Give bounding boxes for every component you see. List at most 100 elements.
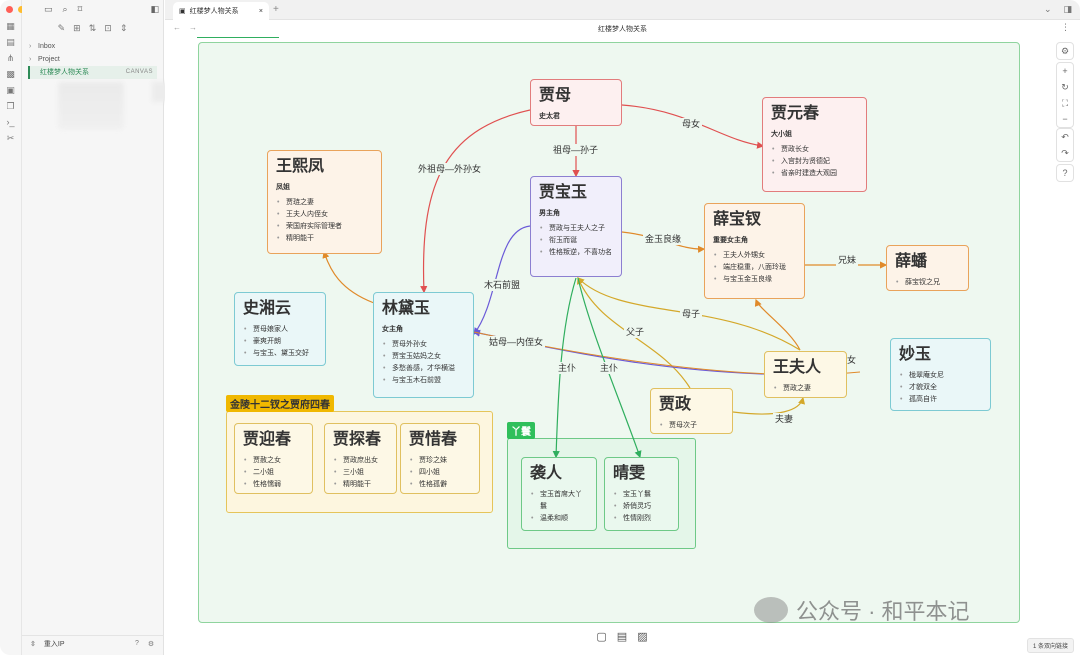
undo-icon[interactable]: ↶ — [1061, 132, 1069, 142]
sidebar-right-toggle-icon[interactable]: ◨ — [1063, 4, 1072, 14]
close-icon[interactable]: × — [258, 7, 263, 15]
edge-label-xiongmei[interactable]: 兄妹 — [836, 254, 859, 266]
sort-icon[interactable]: ⇅ — [88, 22, 97, 33]
add-media-icon[interactable]: ▨ — [637, 630, 648, 643]
file-item-active-canvas[interactable]: 红楼梦人物关系 CANVAS — [28, 66, 157, 79]
collapse-all-icon[interactable]: ⇕ — [119, 22, 128, 33]
card-title: 贾探春 — [333, 431, 382, 448]
file-icon[interactable]: ▤ — [6, 37, 15, 47]
edge-label-zumu[interactable]: 祖母—孙子 — [551, 144, 601, 156]
card-daiyu[interactable]: 林黛玉 女主角 贾母外孙女 贾宝玉姑妈之女 多愁善感，才华横溢 与宝玉木石前盟 — [373, 292, 474, 398]
card-item: 贾宝玉姑妈之女 — [382, 351, 465, 363]
edge-label-zhupu2[interactable]: 主仆 — [598, 362, 621, 374]
more-options-icon[interactable]: ⋮ — [1061, 22, 1070, 32]
card-xiren[interactable]: 袭人 宝玉首席大丫鬟 温柔和顺 — [521, 457, 597, 531]
tab-canvas[interactable]: ▣ 红楼梦人物关系 × — [173, 2, 269, 20]
card-item: 三小姐 — [333, 467, 388, 479]
auto-reveal-icon[interactable]: ⊡ — [104, 22, 112, 33]
card-title: 薛宝钗 — [713, 211, 762, 228]
zoom-fit-icon[interactable]: ⛶ — [1061, 98, 1069, 108]
card-wangfuren[interactable]: 王夫人 贾政之妻 — [764, 351, 847, 398]
reset-zoom-icon[interactable]: ↻ — [1061, 82, 1069, 92]
minimize-window-button[interactable] — [18, 6, 25, 13]
view-title[interactable]: 红楼梦人物关系 — [598, 26, 647, 33]
card-baochai[interactable]: 薛宝钗 重要女主角 王夫人外甥女 端庄稳重，八面玲珑 与宝玉金玉良缘 — [704, 203, 805, 299]
close-window-button[interactable] — [6, 6, 13, 13]
tab-bar: ▣ 红楼梦人物关系 × + ⌄ ◨ — [165, 0, 1080, 20]
vault-switcher[interactable]: ⇳ 重入IP ? ⚙ — [22, 635, 164, 651]
card-qingwen[interactable]: 晴雯 宝玉丫鬟 娇俏灵巧 性情刚烈 — [604, 457, 679, 531]
card-item: 贾政之妻 — [773, 383, 838, 395]
new-note-icon[interactable]: ✎ — [57, 22, 66, 33]
settings-icon[interactable]: ⚙ — [147, 640, 155, 648]
add-card-icon[interactable]: ▢ — [596, 630, 607, 643]
chevron-down-icon[interactable]: ⌄ — [1043, 4, 1052, 14]
card-yuanchun[interactable]: 贾元春 大小姐 贾政长女 入宫封为贤德妃 省亲时建造大观园 — [762, 97, 867, 192]
card-item: 宝玉丫鬟 — [613, 489, 670, 501]
card-item: 王夫人内侄女 — [276, 209, 373, 221]
edge-label-munv[interactable]: 母女 — [680, 118, 703, 130]
card-title: 王夫人 — [773, 359, 822, 376]
folder-icon[interactable]: ▭ — [44, 3, 53, 14]
folder-item-project[interactable]: › Project — [28, 53, 157, 66]
group-sisters-label[interactable]: 金陵十二钗之贾府四春 — [226, 395, 334, 412]
help-icon[interactable]: ? — [1062, 168, 1068, 178]
sidebar-toggle-icon[interactable]: ◧ — [150, 3, 159, 14]
layout-grid-icon[interactable]: ▦ — [6, 21, 15, 31]
status-backlinks[interactable]: 1 条双向链接 — [1026, 638, 1074, 653]
edge-label-fuqi[interactable]: 夫妻 — [773, 413, 796, 425]
gear-icon[interactable]: ⚙ — [1060, 46, 1070, 56]
card-item: 与宝玉木石前盟 — [382, 375, 465, 387]
new-tab-button[interactable]: + — [273, 4, 279, 15]
card-subtitle: 史太君 — [539, 113, 560, 120]
card-miaoyu[interactable]: 妙玉 栊翠庵女尼 才貌双全 孤高自许 — [890, 338, 991, 411]
tab-label: 红楼梦人物关系 — [189, 8, 239, 15]
help-panel: ? — [1056, 164, 1074, 182]
card-yingchun[interactable]: 贾迎春 贾赦之女 二小姐 性格懦弱 — [234, 423, 313, 494]
card-baoyu[interactable]: 贾宝玉 男主角 贾政与王夫人之子 衔玉而诞 性格叛逆，不喜功名 — [530, 176, 622, 277]
scissors-icon[interactable]: ✂ — [6, 133, 15, 143]
card-xichun[interactable]: 贾惜春 贾珍之妹 四小姐 性格孤僻 — [400, 423, 480, 494]
folder-item-inbox[interactable]: › Inbox — [28, 40, 157, 53]
card-item: 二小姐 — [243, 467, 304, 479]
edge-label-muzi[interactable]: 母子 — [680, 308, 703, 320]
terminal-icon[interactable]: ›_ — [6, 117, 15, 127]
card-item: 多愁善感，才华横溢 — [382, 363, 465, 375]
bookmark-icon[interactable]: ⌑ — [77, 3, 83, 14]
chevron-updown-icon: ⇳ — [30, 640, 36, 648]
blocks-icon[interactable]: ▩ — [6, 69, 15, 79]
edge-label-fuzi[interactable]: 父子 — [624, 326, 647, 338]
watermark: 公众号 · 和平本记 — [754, 594, 970, 626]
edge-label-nv[interactable]: 女 — [845, 354, 859, 366]
zoom-in-icon[interactable]: + — [1062, 66, 1068, 76]
back-arrow-icon[interactable]: ← — [173, 23, 181, 32]
zoom-out-icon[interactable]: − — [1062, 114, 1068, 124]
card-subtitle: 重要女主角 — [713, 237, 748, 244]
copy-icon[interactable]: ❐ — [6, 101, 15, 111]
card-jiazheng[interactable]: 贾政 贾母次子 — [650, 388, 733, 434]
card-item: 性情刚烈 — [613, 513, 670, 525]
help-icon[interactable]: ? — [135, 640, 139, 647]
card-jiamu[interactable]: 贾母 史太君 — [530, 79, 622, 126]
edge-label-jinyu[interactable]: 金玉良缘 — [643, 233, 684, 245]
card-tanchun[interactable]: 贾探春 贾政庶出女 三小姐 精明能干 — [324, 423, 397, 494]
graph-icon[interactable]: ⋔ — [6, 53, 15, 63]
edge-label-zhupu1[interactable]: 主仆 — [556, 362, 579, 374]
card-xiangyun[interactable]: 史湘云 贾母娘家人 豪爽开朗 与宝玉、黛玉交好 — [234, 292, 326, 366]
forward-arrow-icon[interactable]: → — [189, 23, 197, 32]
edge-label-waizumu[interactable]: 外祖母—外孙女 — [416, 163, 484, 175]
calendar-icon[interactable]: ▣ — [6, 85, 15, 95]
search-icon[interactable]: ⌕ — [62, 3, 68, 14]
edge-label-gumu[interactable]: 姑母—内侄女 — [487, 336, 546, 348]
card-item: 贾母外孙女 — [382, 339, 465, 351]
card-title: 贾迎春 — [243, 431, 292, 448]
card-xifeng[interactable]: 王熙凤 凤姐 贾琏之妻 王夫人内侄女 荣国府实际管理者 精明能干 — [267, 150, 382, 254]
group-maids-label[interactable]: 丫鬟 — [507, 422, 535, 439]
add-note-icon[interactable]: ▤ — [616, 630, 628, 643]
redo-icon[interactable]: ↷ — [1061, 148, 1069, 158]
card-xuepan[interactable]: 薛蟠 薛宝钗之兄 — [886, 245, 969, 291]
edge-label-mushi[interactable]: 木石前盟 — [482, 279, 523, 291]
card-item: 端庄稳重，八面玲珑 — [713, 262, 796, 274]
sidebar-header: ▭ ⌕ ⌑ ◧ — [22, 0, 163, 18]
new-folder-icon[interactable]: ⊞ — [73, 22, 81, 33]
